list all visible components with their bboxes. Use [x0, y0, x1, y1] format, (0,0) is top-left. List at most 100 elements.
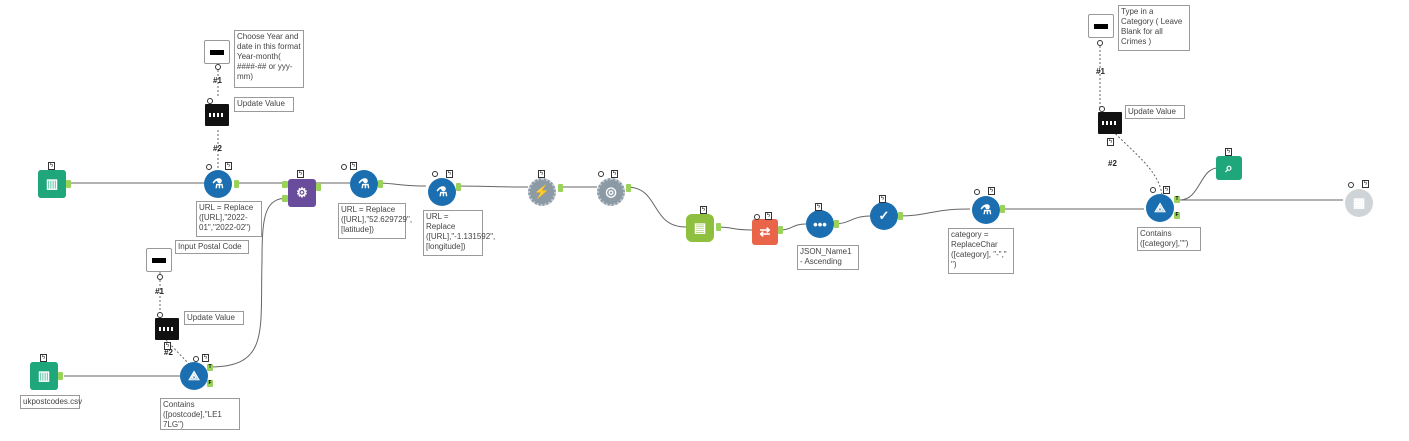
lightning-icon: ⚡	[533, 184, 551, 199]
browse-tool[interactable]: ⌕	[1216, 156, 1242, 180]
bolt-icon: ϟ	[1362, 180, 1369, 188]
output-anchor[interactable]	[778, 226, 783, 234]
output-anchor[interactable]	[1000, 205, 1005, 213]
bolt-icon: ϟ	[40, 354, 47, 362]
annotation-update-value-3: Update Value	[1125, 105, 1185, 119]
output-anchor[interactable]	[898, 212, 903, 220]
output-tool[interactable]: ▦	[1345, 189, 1373, 217]
filter-tool-1[interactable]: ⟁	[180, 362, 208, 390]
annotation-replace-url-lat: URL = Replace ([URL],"52.629729", [latit…	[338, 203, 412, 239]
connector-icon	[754, 214, 760, 220]
bolt-icon: ϟ	[538, 170, 545, 178]
json-icon: ◎	[605, 184, 617, 199]
connector-icon	[1150, 187, 1156, 193]
true-anchor[interactable]: T	[207, 364, 213, 371]
text-box-interface-2[interactable]	[146, 248, 172, 272]
connector-icon	[1097, 40, 1103, 46]
bolt-icon: ϟ	[815, 203, 822, 211]
tag-n2c: #2	[1108, 159, 1117, 168]
binoculars-icon: ⌕	[1225, 160, 1233, 175]
annotation-replace-url-lon: URL = Replace ([URL],"-1.131592", [longi…	[423, 210, 495, 256]
filter-tool-2[interactable]: ⟁	[1146, 194, 1174, 222]
tag-n1c: #1	[1096, 67, 1105, 76]
bolt-icon: ϟ	[297, 170, 304, 178]
annotation-category-prompt: Type in a Category ( Leave Blank for all…	[1118, 5, 1190, 51]
macro-tool[interactable]: ⚙	[288, 179, 316, 207]
output-anchor[interactable]	[66, 180, 71, 188]
bolt-icon: ϟ	[765, 212, 772, 220]
output-anchor[interactable]	[456, 183, 461, 191]
text-box-interface-3[interactable]	[1088, 14, 1114, 38]
connection-texttocols-to-crosstab	[715, 226, 753, 231]
connector-icon	[215, 64, 221, 70]
action-update-value-3[interactable]	[1098, 112, 1122, 134]
text-box-interface-1[interactable]	[204, 40, 230, 64]
flask-icon: ⚗	[436, 184, 448, 199]
input-data-tool[interactable]: ▥	[38, 170, 66, 198]
formula-tool-1[interactable]: ⚗	[204, 170, 232, 198]
crosstab-icon: ⇄	[759, 224, 771, 239]
bolt-icon: ϟ	[611, 170, 618, 178]
annotation-json-sort: JSON_Name1 - Ascending	[797, 245, 859, 270]
clapperboard-icon	[1102, 121, 1118, 125]
input-data-tool-2[interactable]: ▥	[30, 362, 58, 390]
false-anchor[interactable]: F	[207, 380, 213, 387]
formula-tool-4[interactable]: ⚗	[972, 196, 1000, 224]
annotation-contains-postcode: Contains ([postcode],"LE1 7LG")	[160, 398, 240, 430]
output-anchor[interactable]	[378, 180, 383, 188]
connector-icon	[1099, 106, 1105, 112]
formula-tool-2[interactable]: ⚗	[350, 170, 378, 198]
annotation-ukpostcodes: ukpostcodes.csv	[20, 395, 82, 409]
false-anchor[interactable]: F	[1174, 212, 1180, 219]
connector-icon	[157, 312, 163, 318]
connector-icon	[432, 171, 438, 177]
sort-tool[interactable]: •••	[806, 210, 834, 238]
annotation-update-value-2: Update Value	[184, 311, 244, 325]
connector-icon	[193, 356, 199, 362]
connector-icon	[341, 164, 347, 170]
connector-icon	[157, 274, 163, 280]
select-tool[interactable]: ✓	[870, 202, 898, 230]
bolt-icon: ϟ	[202, 354, 209, 362]
checkmark-icon: ✓	[878, 208, 890, 223]
text-to-columns-tool[interactable]: ▤	[686, 214, 714, 242]
filter-icon: ⟁	[188, 368, 200, 383]
bolt-icon: ϟ	[1163, 186, 1170, 194]
action-update-value-1[interactable]	[205, 104, 229, 126]
input-anchor-q[interactable]	[282, 181, 288, 188]
tag-n1b: #1	[155, 287, 164, 296]
annotation-replace-char: category = ReplaceChar ([category], "-",…	[948, 228, 1014, 274]
output-anchor[interactable]	[626, 184, 631, 192]
crosstab-tool[interactable]: ⇄	[752, 219, 778, 245]
text-box-icon	[1094, 23, 1108, 29]
bolt-icon: ϟ	[879, 195, 886, 203]
json-parse-tool[interactable]: ◎	[597, 178, 625, 206]
output-anchor[interactable]	[234, 180, 239, 188]
text-box-icon	[210, 49, 224, 55]
annotation-input-postal-code: Input Postal Code	[175, 240, 249, 254]
clapperboard-icon	[209, 113, 225, 117]
download-tool[interactable]: ⚡	[528, 178, 556, 206]
bolt-icon: ϟ	[1107, 138, 1114, 146]
output-anchor[interactable]	[834, 220, 839, 228]
formula-tool-3[interactable]: ⚗	[428, 178, 456, 206]
connector-icon	[207, 98, 213, 104]
filter-icon: ⟁	[1154, 200, 1166, 215]
tag-n2b: #2	[164, 348, 173, 357]
output-anchor[interactable]	[558, 184, 563, 192]
flask-icon: ⚗	[358, 176, 370, 191]
book-icon: ▥	[45, 176, 59, 191]
bolt-icon: ϟ	[225, 162, 232, 170]
connector-icon	[1348, 182, 1354, 188]
output-anchor[interactable]	[316, 183, 321, 191]
bolt-icon: ϟ	[988, 187, 995, 195]
output-anchor[interactable]	[58, 372, 63, 380]
bolt-icon: ϟ	[1225, 148, 1232, 156]
input-anchor-d[interactable]	[282, 195, 288, 202]
connection-filter-to-browse	[1179, 167, 1219, 201]
action-update-value-2[interactable]	[155, 318, 179, 340]
text-box-icon	[152, 257, 166, 263]
true-anchor[interactable]: T	[1174, 196, 1180, 203]
output-anchor[interactable]	[716, 223, 721, 231]
